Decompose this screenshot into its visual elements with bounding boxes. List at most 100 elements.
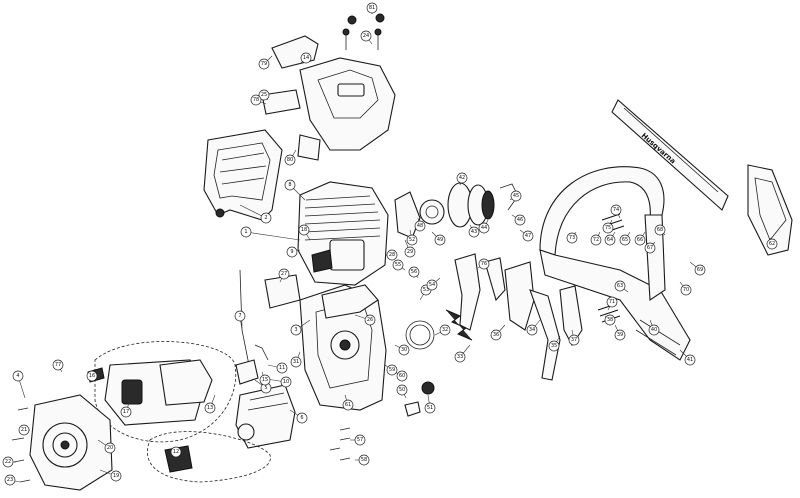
callout-number: 47 — [525, 233, 531, 239]
callout-bubble — [86, 370, 98, 382]
callout-number: 66 — [637, 237, 643, 243]
callout-number: 67 — [647, 245, 653, 251]
callout-bubble — [204, 402, 216, 414]
callout-2: 2 — [260, 212, 272, 224]
callout-number: 28 — [389, 252, 395, 258]
callout-79: 79 — [258, 58, 270, 70]
callout-bubble — [454, 351, 466, 363]
callout-number: 3 — [294, 327, 297, 333]
callout-number: 32 — [442, 327, 448, 333]
callout-bubble — [478, 258, 490, 270]
callout-40: 40 — [648, 324, 660, 336]
callout-number: 8 — [288, 182, 291, 188]
callout-81: 81 — [366, 2, 378, 14]
callout-bubble — [610, 204, 622, 216]
callout-bubble — [426, 279, 438, 291]
brake-lever — [484, 257, 506, 302]
callout-number: 76 — [481, 261, 487, 267]
callout-bubble — [510, 190, 522, 202]
callout-bubble — [300, 52, 312, 64]
callout-bubble — [18, 424, 30, 436]
callout-68: 68 — [654, 224, 666, 236]
callout-13: 13 — [204, 402, 216, 414]
callout-number: 24 — [363, 33, 369, 39]
callout-number: 10 — [283, 379, 289, 385]
callout-number: 49 — [437, 237, 443, 243]
callout-number: 77 — [55, 362, 61, 368]
callout-number: 18 — [301, 227, 307, 233]
callout-number: 42 — [459, 175, 465, 181]
handle-frame — [203, 129, 283, 221]
callout-20: 20 — [104, 442, 116, 454]
callout-65: 65 — [619, 234, 631, 246]
callout-28: 28 — [386, 249, 398, 261]
callout-bubble — [396, 384, 408, 396]
bracket-screw — [404, 401, 421, 417]
leader-line — [245, 231, 301, 241]
callout-25: 25 — [258, 89, 270, 101]
callout-number: 44 — [481, 225, 487, 231]
top-screws — [342, 13, 385, 50]
oil-pump — [394, 191, 421, 239]
muffler — [235, 384, 296, 449]
callout-32: 32 — [439, 324, 451, 336]
callout-52: 52 — [406, 234, 418, 246]
callout-bubble — [2, 456, 14, 468]
callout-76: 76 — [478, 258, 490, 270]
callout-58: 58 — [358, 454, 370, 466]
callout-74: 74 — [610, 204, 622, 216]
crankcase-housing — [299, 284, 387, 411]
callout-number: 12 — [173, 449, 179, 455]
callout-72: 72 — [590, 234, 602, 246]
callout-bubble — [284, 154, 296, 166]
callout-bubble — [614, 280, 626, 292]
callout-bubble — [602, 222, 614, 234]
callout-18: 18 — [298, 224, 310, 236]
callout-38: 38 — [604, 314, 616, 326]
callout-bubble — [414, 220, 426, 232]
callout-bubble — [12, 370, 24, 382]
brake-plate — [504, 261, 535, 331]
callout-5: 5 — [260, 382, 272, 394]
callout-number: 55 — [395, 262, 401, 268]
clutch-drum — [419, 199, 445, 225]
callout-bubble — [614, 329, 626, 341]
callout-45: 45 — [510, 190, 522, 202]
callout-46: 46 — [514, 214, 526, 226]
callout-62: 62 — [766, 238, 778, 250]
clutch-gasket — [405, 320, 435, 350]
callout-77: 77 — [52, 359, 64, 371]
callout-number: 40 — [651, 327, 657, 333]
callout-bubble — [392, 259, 404, 271]
callout-number: 69 — [697, 267, 703, 273]
callout-47: 47 — [522, 230, 534, 242]
callout-bubble — [104, 442, 116, 454]
starter-cover — [29, 394, 113, 491]
callout-bubble — [259, 374, 271, 386]
callout-number: 71 — [609, 299, 615, 305]
callout-number: 19 — [113, 473, 119, 479]
callout-number: 2 — [264, 215, 267, 221]
callout-37: 37 — [568, 334, 580, 346]
callout-29: 29 — [404, 246, 416, 258]
callout-75: 75 — [602, 222, 614, 234]
callout-number: 29 — [407, 249, 413, 255]
callout-number: 1 — [244, 229, 247, 235]
callout-number: 78 — [253, 97, 259, 103]
callout-27: 27 — [278, 268, 290, 280]
callout-number: 80 — [287, 157, 293, 163]
callout-66: 66 — [634, 234, 646, 246]
callout-bubble — [52, 359, 64, 371]
callout-number: 79 — [261, 61, 267, 67]
callout-64: 64 — [604, 234, 616, 246]
callout-number: 81 — [369, 5, 375, 11]
callout-39: 39 — [614, 329, 626, 341]
spring-clip — [499, 183, 519, 211]
callout-number: 62 — [769, 241, 775, 247]
callout-bubble — [408, 266, 420, 278]
callout-number: 70 — [683, 287, 689, 293]
starter-screws — [11, 407, 31, 483]
callout-number: 38 — [607, 317, 613, 323]
callout-number: 30 — [401, 347, 407, 353]
